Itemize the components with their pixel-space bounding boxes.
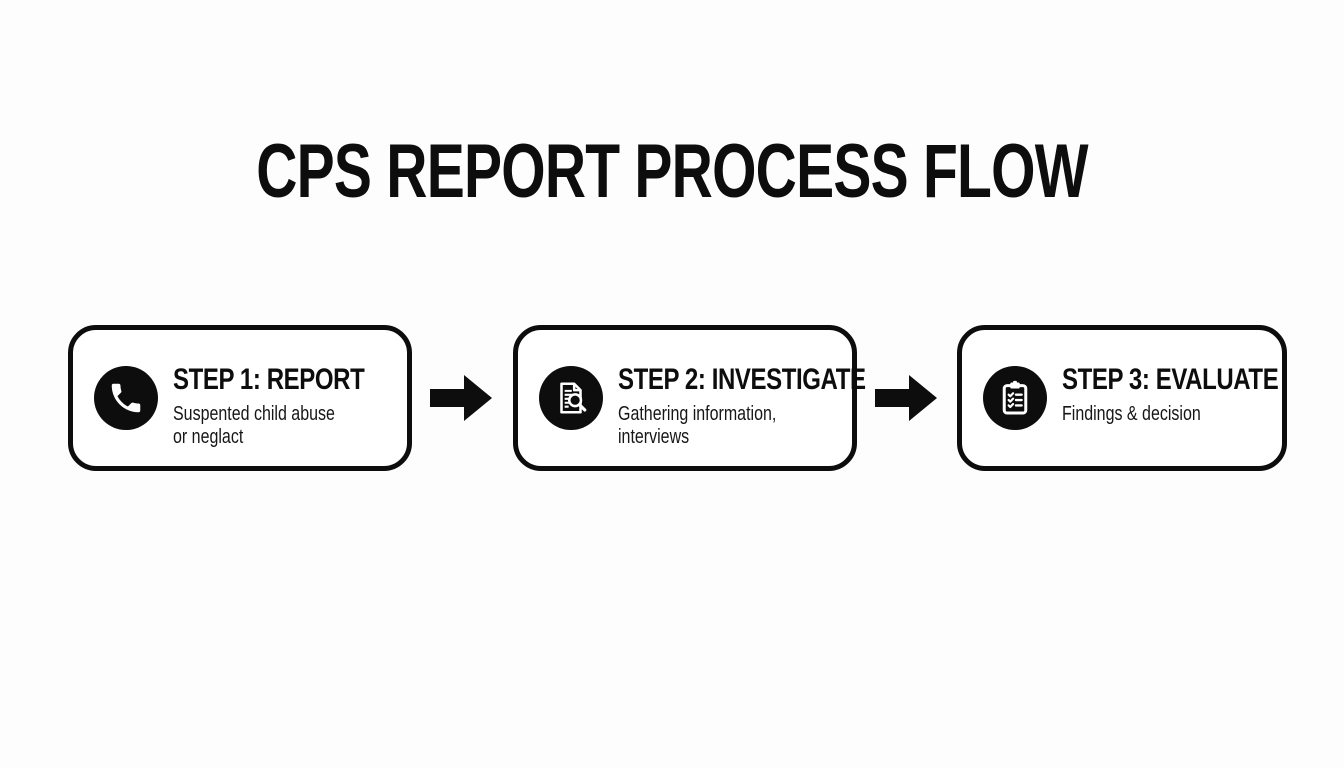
step-title: STEP 2: INVESTIGATE [617, 363, 866, 396]
step-title: STEP 3: EVALUATE [1062, 363, 1279, 396]
arrow-right-icon [874, 370, 939, 426]
page-title: CPS REPORT PROCESS FLOW [256, 129, 1088, 214]
document-search-icon [538, 366, 603, 430]
step-text-evaluate: STEP 3: EVALUATE Findings & decision [1062, 363, 1279, 426]
clipboard-check-icon [983, 366, 1047, 430]
step-title: STEP 1: REPORT [173, 363, 365, 396]
step-box-report: STEP 1: REPORT Suspented child abuse or … [68, 325, 412, 471]
step-box-investigate: STEP 2: INVESTIGATE Gathering informatio… [512, 325, 865, 471]
step-box-evaluate: STEP 3: EVALUATE Findings & decision [957, 325, 1287, 471]
arrow-right-icon [430, 370, 494, 426]
step-description: Suspented child abuse or neglact [173, 403, 335, 448]
phone-icon [94, 366, 158, 430]
flow-row: STEP 1: REPORT Suspented child abuse or … [68, 325, 1287, 471]
step-text-investigate: STEP 2: INVESTIGATE Gathering informatio… [618, 363, 866, 449]
step-description: Findings & decision [1062, 403, 1201, 425]
step-text-report: STEP 1: REPORT Suspented child abuse or … [173, 363, 365, 449]
step-description: Gathering information, interviews [617, 403, 776, 448]
